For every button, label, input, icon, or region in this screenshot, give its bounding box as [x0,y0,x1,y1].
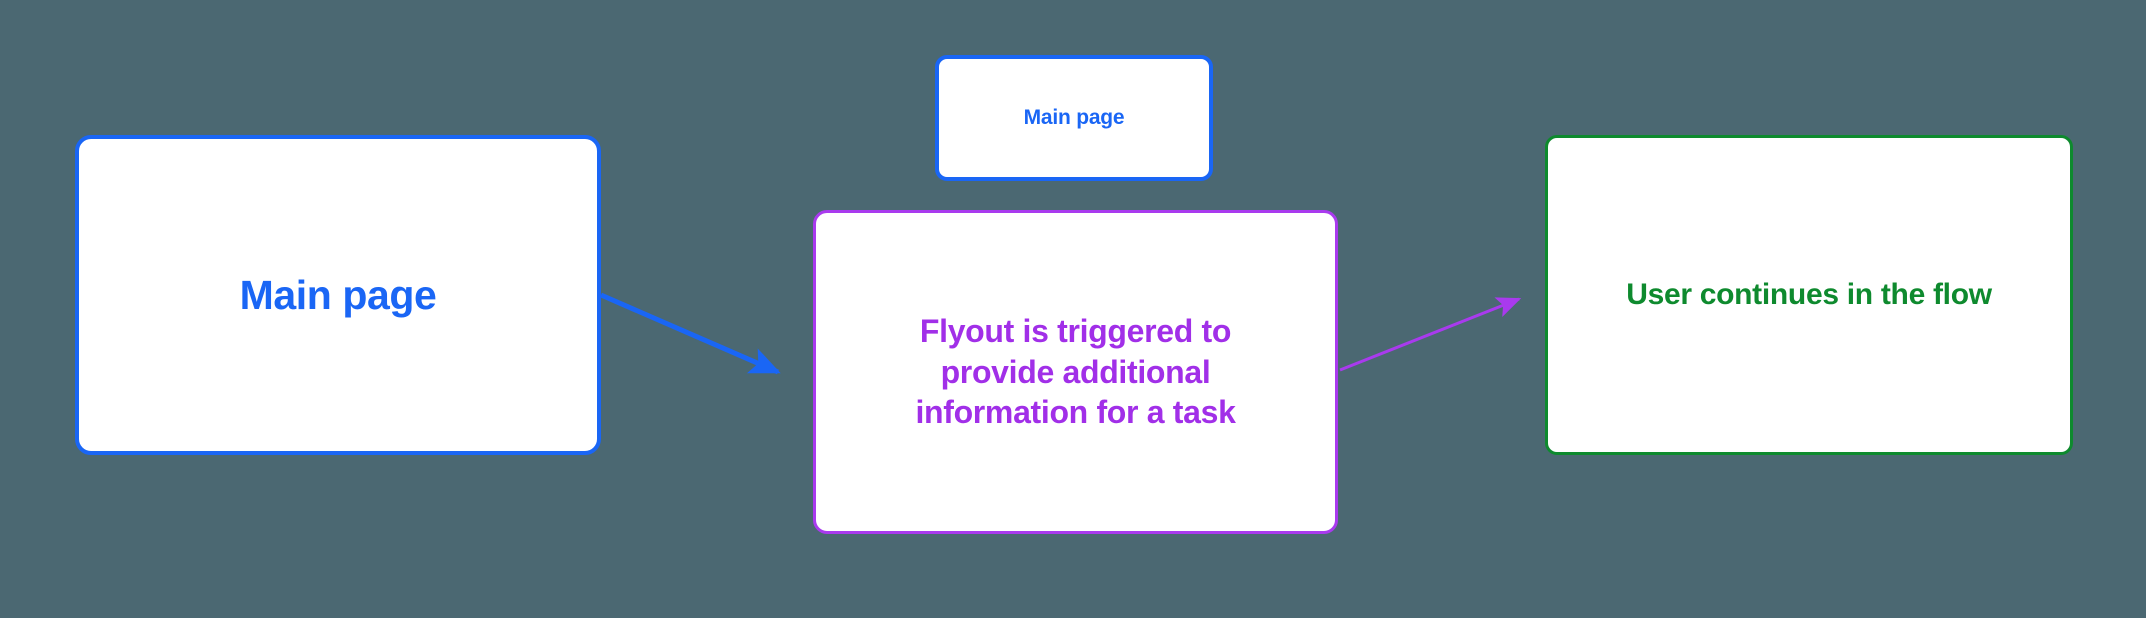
node-flyout-label: Flyout is triggered to provide additiona… [915,312,1236,431]
connector-main-page-to-flyout [600,292,781,375]
node-main-page-top[interactable]: Main page [935,55,1213,181]
node-main-page-top-label: Main page [1023,106,1125,130]
node-flyout[interactable]: Flyout is triggered to provide additiona… [813,210,1338,534]
node-main-page-left-label: Main page [239,271,437,318]
node-user-continues-label: User continues in the flow [1626,277,1992,311]
connector-flyout-to-user-continues [1339,297,1522,372]
node-user-continues[interactable]: User continues in the flow [1545,135,2073,455]
node-main-page-left[interactable]: Main page [75,135,601,455]
